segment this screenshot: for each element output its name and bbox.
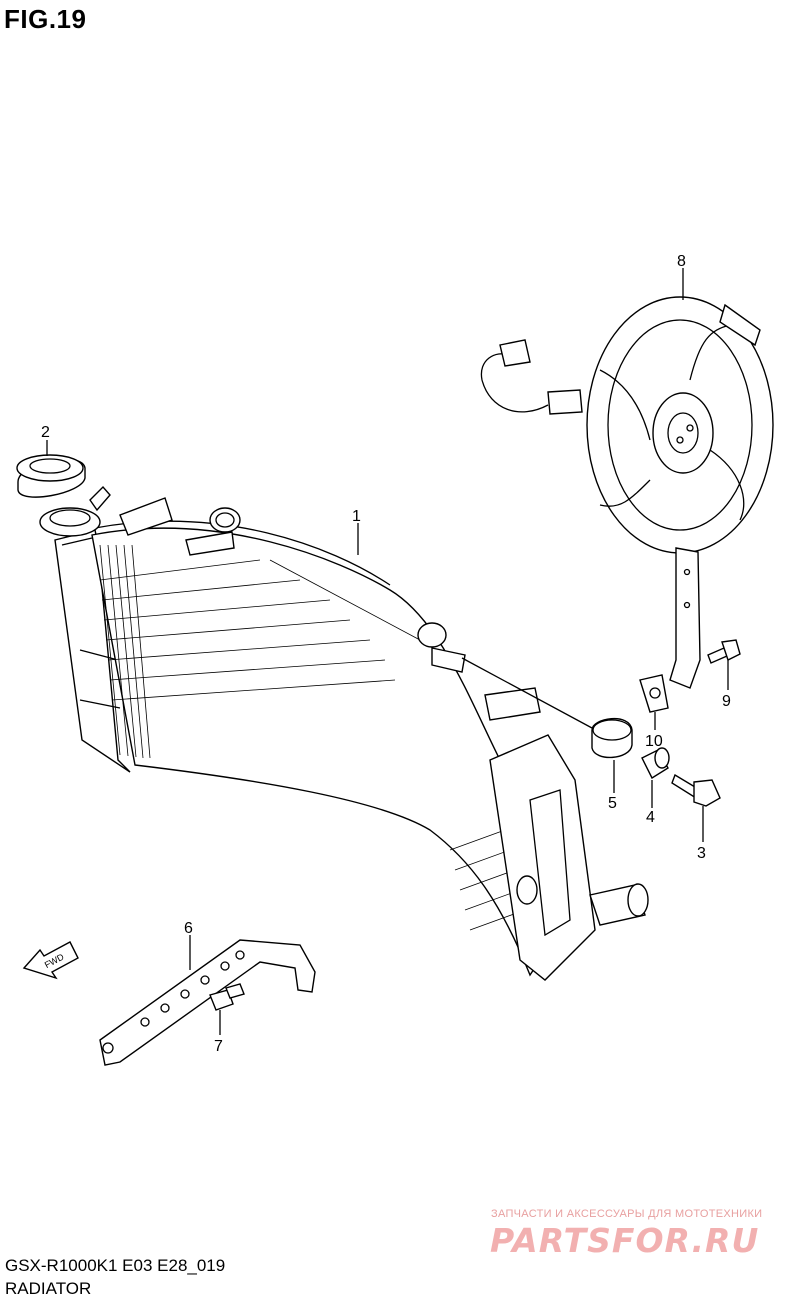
bolt-9 — [707, 639, 741, 664]
watermark-logo: PARTSFOR.RU — [490, 1221, 760, 1260]
callout-2: 2 — [41, 424, 50, 441]
leader-lines — [46, 268, 729, 1035]
fwd-arrow-icon — [22, 941, 79, 980]
collar-4 — [641, 747, 670, 780]
callout-10: 10 — [645, 733, 663, 750]
watermark-tagline: ЗАПЧАСТИ И АКСЕССУАРЫ ДЛЯ МОТОТЕХНИКИ — [491, 1208, 763, 1220]
callout-3: 3 — [697, 845, 706, 862]
nut-10 — [639, 674, 669, 713]
callout-4: 4 — [646, 809, 655, 826]
radiator-core — [39, 485, 649, 981]
figure-title: FIG.19 — [4, 4, 87, 34]
callout-9: 9 — [722, 693, 731, 710]
cooling-fan — [480, 296, 774, 689]
callout-7: 7 — [214, 1038, 223, 1055]
callout-5: 5 — [608, 795, 617, 812]
model-code: GSX-R1000K1 E03 E28_019 — [5, 1256, 226, 1275]
grommet-5 — [591, 717, 633, 759]
bolt-7 — [209, 983, 245, 1011]
callout-1: 1 — [352, 508, 361, 525]
callout-6: 6 — [184, 920, 193, 937]
assembly-name: RADIATOR — [5, 1279, 92, 1298]
bolt-3 — [671, 773, 721, 807]
bracket-6 — [99, 939, 316, 1066]
radiator-cap — [16, 454, 86, 498]
callout-8: 8 — [677, 253, 686, 270]
